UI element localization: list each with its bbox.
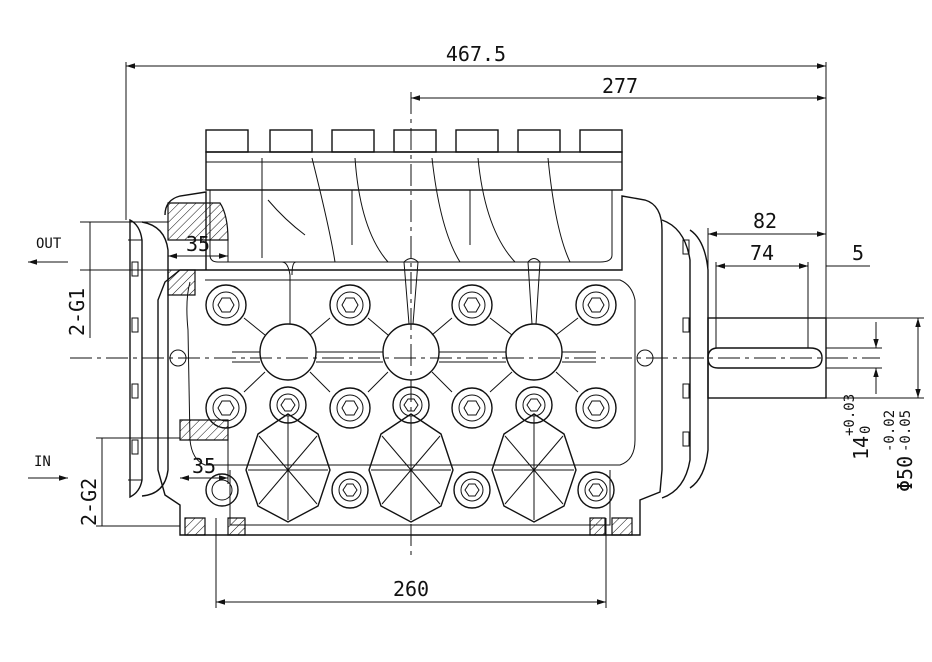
bolt xyxy=(575,387,617,429)
bolt xyxy=(575,284,617,326)
dim-key-width-tol-upper: +0.03 xyxy=(842,394,858,436)
right-flange xyxy=(661,219,709,499)
bolt xyxy=(205,284,247,326)
outlet-port-callout: OUT 2-G1 xyxy=(28,221,168,338)
manifold-head xyxy=(205,151,623,263)
dim-key-offset-label: 5 xyxy=(852,241,864,265)
dim-key-width-label: 14 xyxy=(849,436,873,460)
dim-key-length-label: 74 xyxy=(750,241,774,265)
bolt xyxy=(329,284,371,326)
bolt xyxy=(329,387,371,429)
dim-mount-spacing: 260 xyxy=(215,518,607,608)
bolt xyxy=(451,284,493,326)
bolt xyxy=(453,471,491,509)
dim-port-depth-out-label: 35 xyxy=(186,232,210,256)
bolt xyxy=(577,471,615,509)
dim-key-width: 14 +0.03 0 xyxy=(826,322,882,460)
dim-overall-length-label: 467.5 xyxy=(446,42,506,66)
dim-shaft-tol-upper: -0.02 xyxy=(882,410,898,452)
inlet-thread-label: 2-G2 xyxy=(77,478,101,526)
dim-shaft-length: 82 xyxy=(707,209,826,318)
dim-center-to-shaft-label: 277 xyxy=(602,74,638,98)
dim-mount-spacing-label: 260 xyxy=(393,577,429,601)
bolt xyxy=(331,471,369,509)
bearing-bosses xyxy=(169,258,654,393)
dim-key-offset: 5 xyxy=(790,241,870,269)
bolt xyxy=(205,387,247,429)
crankcase-body xyxy=(157,191,663,536)
outlet-thread-label: 2-G1 xyxy=(65,288,89,336)
piston-caps xyxy=(205,129,623,153)
valve-star xyxy=(245,413,331,523)
valve-star xyxy=(368,413,454,523)
port-sections xyxy=(167,202,633,536)
bolt xyxy=(205,473,239,507)
left-flange xyxy=(128,218,169,499)
dim-overall-length: 467.5 xyxy=(125,42,827,398)
dim-port-depth-in: 35 xyxy=(180,440,229,484)
dim-shaft-diameter-label: Φ50 xyxy=(893,456,917,492)
dim-port-depth-out: 35 xyxy=(168,232,229,262)
valve-star xyxy=(491,413,577,523)
dim-key-length: 74 xyxy=(715,241,809,348)
inlet-label: IN xyxy=(34,454,51,470)
dim-port-depth-in-label: 35 xyxy=(192,454,216,478)
dim-shaft-length-label: 82 xyxy=(753,209,777,233)
bolt xyxy=(451,387,493,429)
dim-shaft-diameter: Φ50 -0.02 -0.05 xyxy=(826,317,924,492)
inlet-port-callout: IN 2-G2 xyxy=(28,437,180,527)
dim-center-to-shaft: 277 xyxy=(411,74,826,101)
dim-shaft-tol-lower: -0.05 xyxy=(898,410,914,452)
outlet-label: OUT xyxy=(36,236,62,252)
dim-key-width-tol-lower: 0 xyxy=(858,426,874,434)
